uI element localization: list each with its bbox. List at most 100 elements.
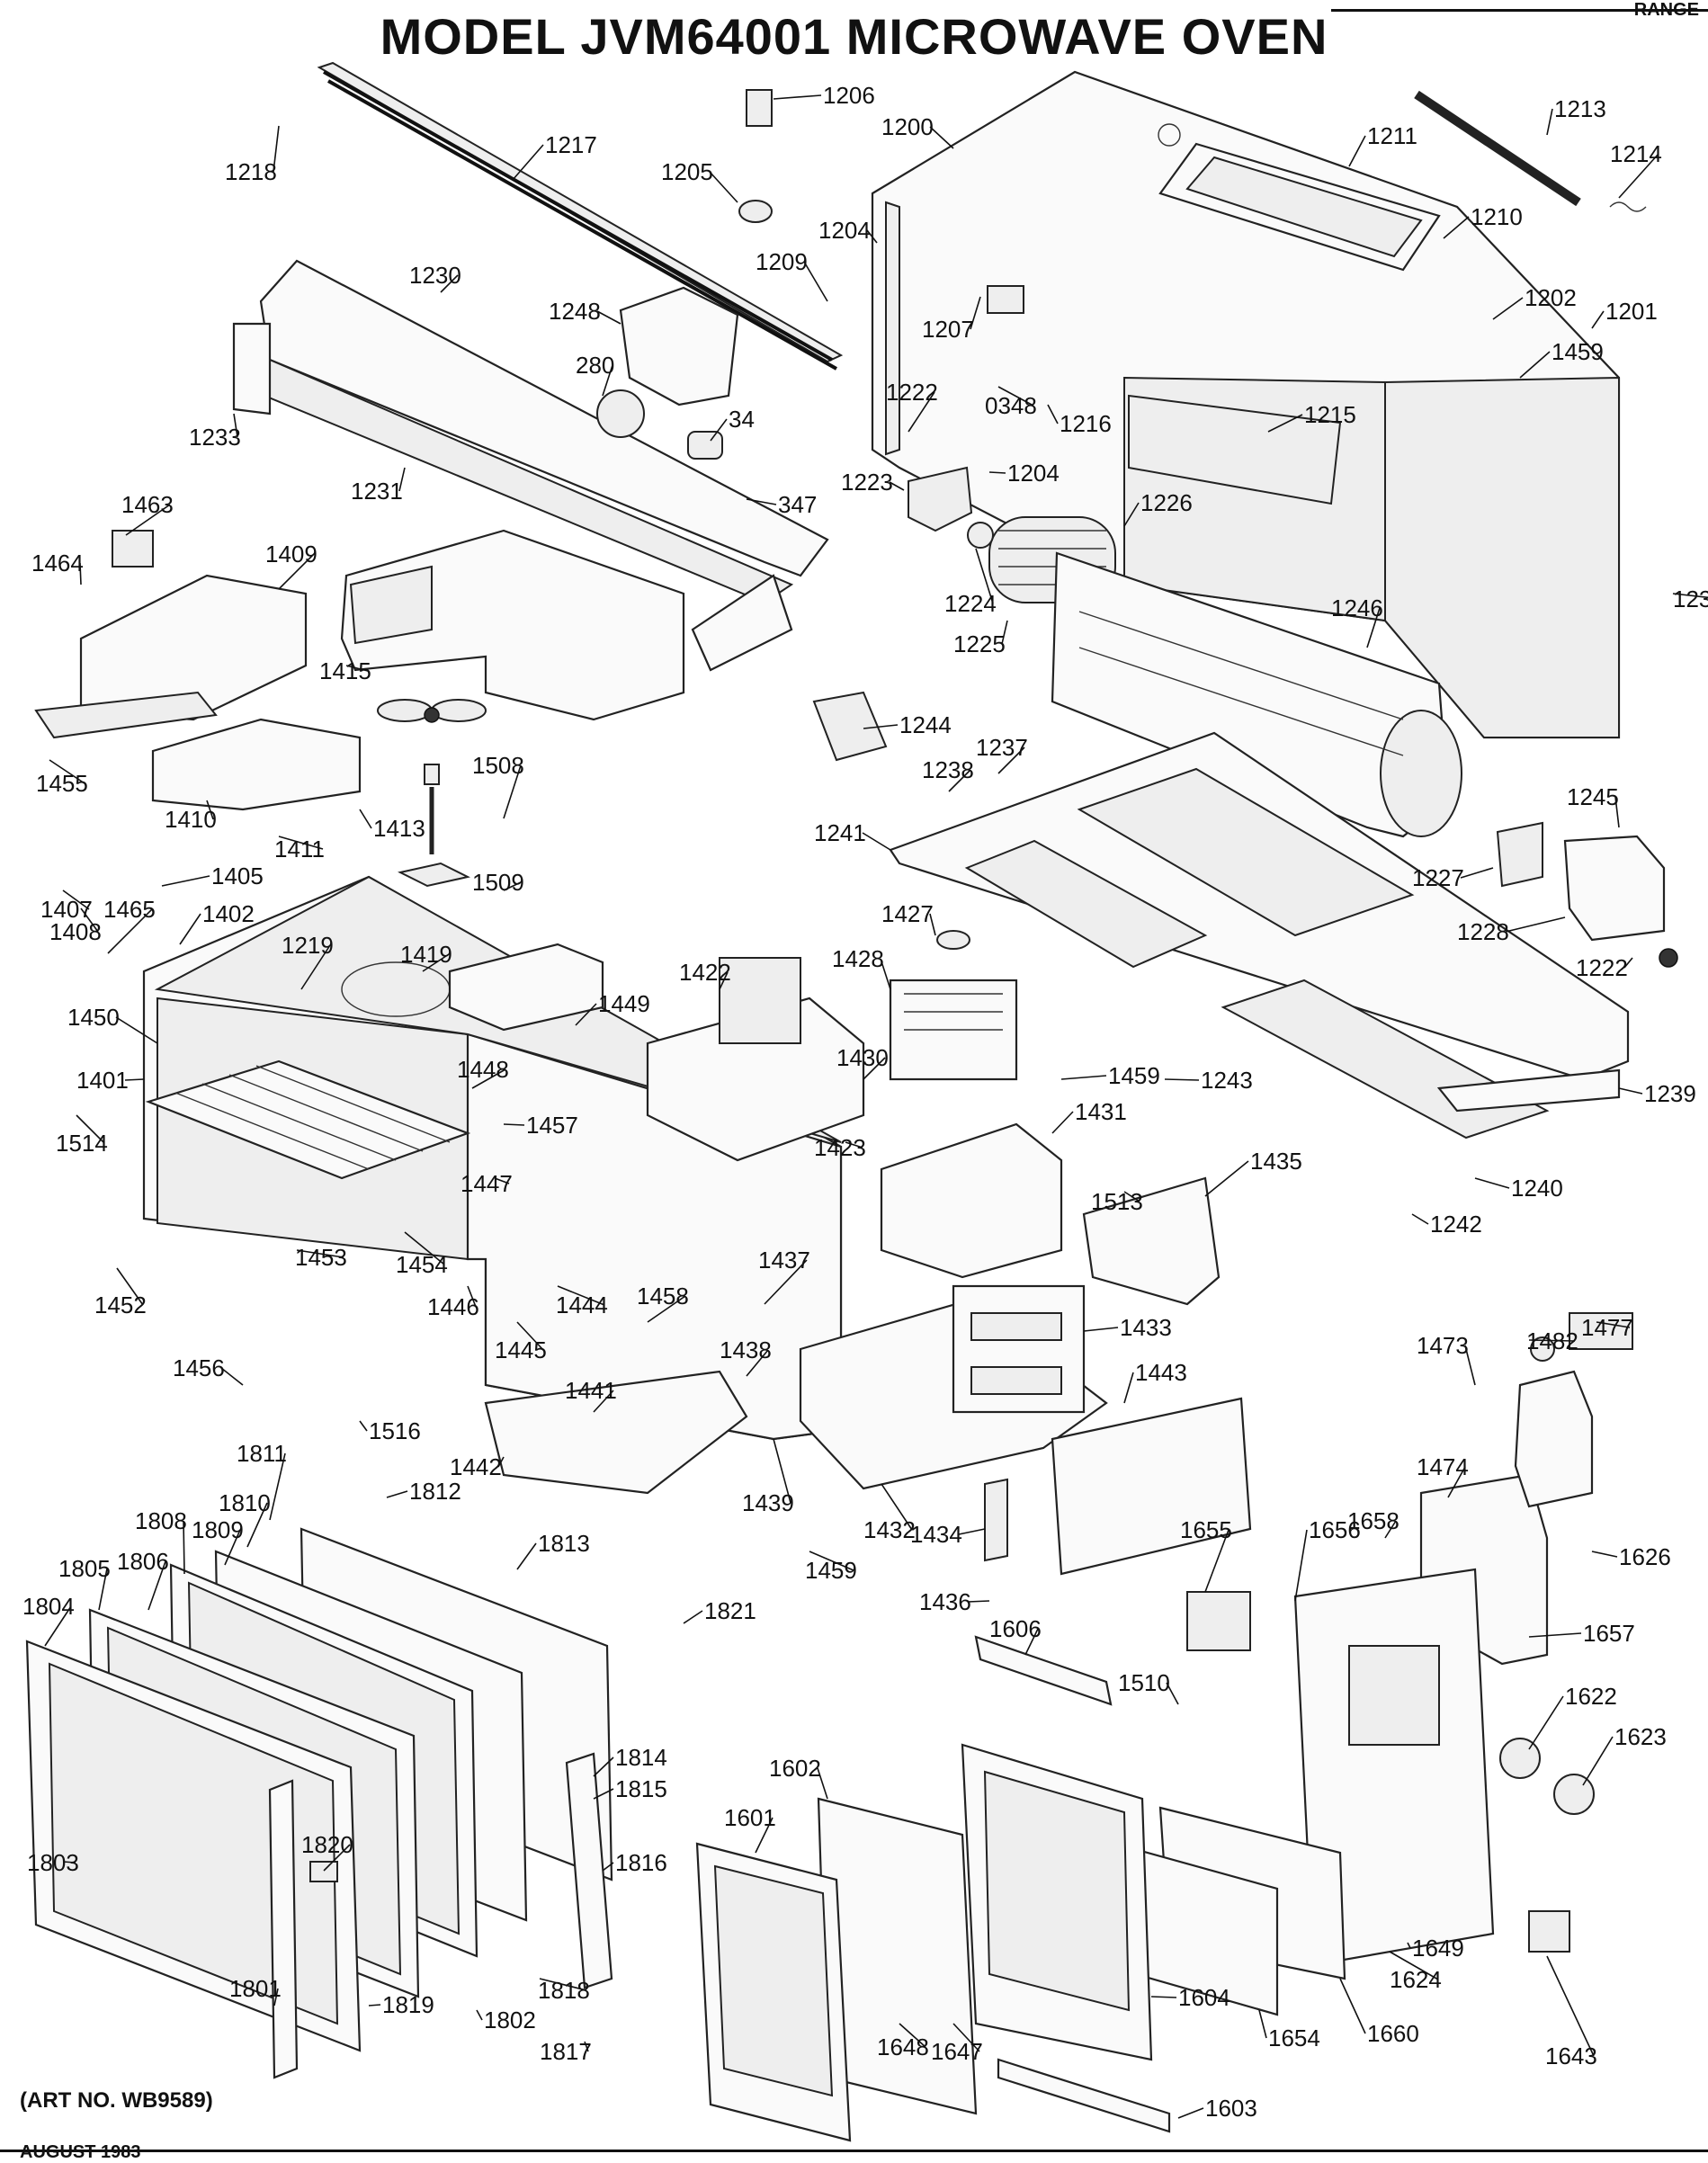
- callout-leader: [398, 467, 406, 492]
- part-callout-1601: 1601: [724, 1804, 776, 1831]
- part-callout-1435: 1435: [1250, 1148, 1302, 1175]
- part-callout-1243: 1243: [1201, 1067, 1253, 1094]
- part-callout-1649: 1649: [1412, 1935, 1464, 1962]
- callout-leader: [503, 1123, 525, 1126]
- callout-leader: [880, 958, 891, 990]
- part-callout-0348: 0348: [985, 392, 1037, 419]
- part-callout-1443: 1443: [1135, 1359, 1187, 1386]
- callout-leader: [1505, 916, 1566, 933]
- trim-1606: [974, 1635, 1113, 1706]
- part-callout-1410: 1410: [165, 806, 217, 833]
- callout-leader: [359, 809, 372, 829]
- cover-1449: [448, 943, 604, 1032]
- panel-1656: [1293, 1568, 1495, 1967]
- callout-leader: [269, 1452, 286, 1521]
- callout-leader: [278, 836, 324, 850]
- footer-rule: [0, 2150, 1708, 2152]
- part-callout-1513: 1513: [1091, 1188, 1143, 1215]
- callout-leader: [1389, 1951, 1439, 1980]
- callout-leader: [206, 800, 214, 820]
- callout-leader: [899, 2023, 926, 2048]
- callout-leader: [593, 1390, 614, 1413]
- part-callout-1447: 1447: [461, 1170, 513, 1197]
- callout-leader: [803, 261, 828, 302]
- callout-leader: [161, 875, 210, 887]
- callout-leader: [76, 1114, 105, 1144]
- bracket-1434: [984, 1478, 1008, 1562]
- part-callout-1428: 1428: [832, 945, 884, 972]
- callout-leader: [1384, 1520, 1397, 1539]
- part-callout-1455: 1455: [36, 770, 88, 797]
- callout-leader: [494, 1177, 510, 1184]
- bracket-1410: [151, 718, 362, 811]
- part-callout-1459: 1459: [1108, 1062, 1160, 1089]
- callout-leader: [107, 908, 153, 954]
- gasket-1427: [936, 930, 970, 950]
- part-callout-1218: 1218: [225, 158, 277, 185]
- part-callout-1459: 1459: [1552, 338, 1604, 365]
- part-callout-1219: 1219: [282, 932, 334, 959]
- part-callout-1444: 1444: [556, 1292, 608, 1318]
- callout-leader: [503, 764, 522, 819]
- part-callout-1803: 1803: [27, 1849, 79, 1876]
- part-callout-1508: 1508: [472, 752, 524, 779]
- part-callout-1453: 1453: [295, 1244, 347, 1271]
- part-callout-1204: 1204: [1007, 460, 1060, 487]
- callout-leader: [467, 1285, 477, 1308]
- part-callout-1449: 1449: [598, 990, 650, 1017]
- part-callout-1232: 1232: [1673, 585, 1708, 612]
- part-callout-1239: 1239: [1644, 1080, 1696, 1107]
- part-callout-1245: 1245: [1567, 783, 1619, 810]
- callout-leader: [1164, 1078, 1200, 1081]
- part-callout-1658: 1658: [1347, 1507, 1399, 1534]
- part-callout-1407: 1407: [40, 896, 93, 923]
- part-callout-1510: 1510: [1118, 1669, 1170, 1696]
- callout-leader: [497, 1456, 505, 1468]
- callout-leader: [220, 1367, 244, 1386]
- part-callout-1622: 1622: [1565, 1683, 1617, 1710]
- callout-leader: [602, 364, 613, 397]
- part-callout-1230: 1230: [409, 262, 461, 289]
- callout-leader: [557, 1285, 605, 1306]
- part-callout-1648: 1648: [877, 2033, 929, 2060]
- callout-leader: [1204, 1529, 1230, 1593]
- callout-leader: [967, 1600, 990, 1603]
- callout-leader: [881, 1483, 913, 1531]
- part-callout-1432: 1432: [863, 1516, 916, 1543]
- part-callout-1820: 1820: [301, 1831, 353, 1858]
- switch-34: [687, 431, 723, 460]
- bracket-1473: [1514, 1370, 1594, 1508]
- callout-leader: [516, 1321, 544, 1351]
- callout-leader: [1618, 1087, 1643, 1095]
- part-callout-1423: 1423: [814, 1134, 866, 1161]
- callout-leader: [1150, 1996, 1177, 1998]
- blower-assembly: [988, 516, 1462, 838]
- part-callout-1450: 1450: [67, 1004, 120, 1031]
- part-callout-1226: 1226: [1140, 489, 1193, 516]
- part-callout-1209: 1209: [756, 248, 808, 275]
- part-callout-1225: 1225: [953, 630, 1006, 657]
- callout-leader: [323, 1844, 351, 1872]
- callout-leader: [1001, 620, 1008, 645]
- callout-leader: [863, 724, 899, 729]
- part-callout-1603: 1603: [1205, 2095, 1257, 2122]
- part-callout-1818: 1818: [538, 1977, 590, 2004]
- outer-case: [871, 70, 1621, 739]
- part-callout-1473: 1473: [1417, 1332, 1469, 1359]
- part-callout-280: 280: [576, 352, 614, 379]
- callout-leader: [1267, 414, 1303, 433]
- callout-leader: [273, 125, 280, 173]
- part-callout-1237: 1237: [976, 734, 1028, 761]
- callout-leader: [296, 1249, 344, 1258]
- part-callout-1819: 1819: [382, 1991, 434, 2018]
- terminal-1463: [112, 530, 154, 568]
- part-callout-1438: 1438: [720, 1336, 772, 1363]
- part-callout-1604: 1604: [1178, 1984, 1230, 2011]
- callout-leader: [575, 1003, 597, 1026]
- callout-leader: [98, 1568, 108, 1611]
- callout-leader: [1060, 1075, 1107, 1080]
- callout-leader: [440, 274, 459, 293]
- part-callout-1227: 1227: [1412, 864, 1464, 891]
